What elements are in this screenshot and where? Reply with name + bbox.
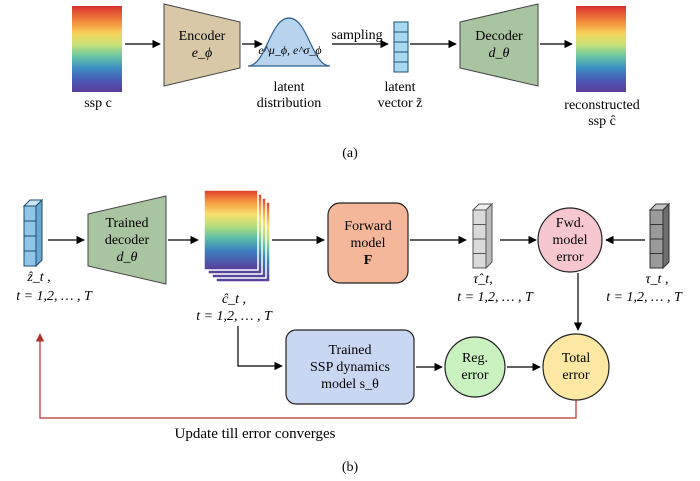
trained-decoder-line1: Trained bbox=[105, 215, 149, 231]
z-hat-cube-stack bbox=[22, 198, 44, 268]
forward-model-label: Forward model F bbox=[328, 203, 408, 283]
c-hat-label-2: t = 1,2, … , T bbox=[196, 309, 272, 324]
reconstructed-label-2: ssp ĉ bbox=[588, 114, 616, 129]
reg-error-line2: error bbox=[461, 368, 489, 383]
tau-cube-stack bbox=[648, 202, 671, 270]
trained-decoder-line2: decoder bbox=[104, 232, 150, 248]
feedback-loop-line bbox=[35, 333, 577, 419]
fwd-error-line2: model bbox=[552, 232, 588, 248]
c-hat-image-stack bbox=[203, 189, 271, 283]
latent-dist-label-1: latent bbox=[273, 80, 305, 95]
reg-error-circle bbox=[444, 336, 506, 398]
ssp-dynamics-box bbox=[285, 329, 415, 405]
ssp-dynamics-line1: Trained bbox=[328, 342, 372, 358]
forward-model-line1: Forward bbox=[344, 218, 392, 234]
reg-error-line1: Reg. bbox=[461, 351, 489, 366]
reconstructed-label-1: reconstructed bbox=[564, 98, 640, 113]
tau-hat-label-2: t = 1,2, … , T bbox=[457, 290, 533, 305]
fwd-error-line3: error bbox=[556, 249, 584, 265]
latent-vector-label-1: latent bbox=[384, 80, 416, 95]
trained-decoder-label: Trained decoder d_θ bbox=[88, 212, 166, 268]
sampling-label: sampling bbox=[331, 28, 383, 43]
tau-label-1: τ_t , bbox=[645, 272, 669, 287]
encoder-label: Encoder e_ϕ bbox=[164, 22, 240, 68]
reconstructed-ssp-image bbox=[576, 6, 626, 92]
caption-b: (b) bbox=[341, 460, 359, 475]
ssp-dynamics-label: Trained SSP dynamics model s_θ bbox=[286, 330, 414, 404]
fwd-error-label: Fwd. model error bbox=[538, 208, 602, 272]
forward-model-line2: model bbox=[350, 235, 386, 251]
latent-vector-label-2: vector z̃ bbox=[377, 96, 423, 111]
forward-model-line3: F bbox=[363, 252, 373, 268]
decoder-label: Decoder d_θ bbox=[460, 22, 538, 68]
fwd-error-line1: Fwd. bbox=[555, 215, 585, 231]
latent-vector-cells bbox=[393, 21, 409, 73]
decoder-param: d_θ bbox=[488, 46, 510, 61]
z-hat-label-1: ẑ_t , bbox=[27, 270, 51, 285]
trained-decoder-shape bbox=[87, 195, 167, 285]
tau-hat-cube-stack bbox=[471, 202, 494, 270]
latent-dist-label-2: distribution bbox=[256, 96, 322, 111]
decoder-shape bbox=[459, 3, 539, 87]
encoder-title: Encoder bbox=[178, 29, 226, 44]
decoder-title: Decoder bbox=[475, 29, 523, 44]
tau-label-2: t = 1,2, … , T bbox=[606, 290, 682, 305]
gaussian-curve bbox=[247, 17, 331, 67]
ssp-input-label: ssp c bbox=[84, 96, 112, 111]
c-hat-label-1: ĉ_t , bbox=[221, 292, 247, 307]
total-error-label: Total error bbox=[543, 334, 609, 400]
reg-error-label: Reg. error bbox=[445, 337, 505, 397]
latent-dist-symbols: e^μ_ϕ, e^σ_ϕ bbox=[258, 43, 322, 57]
ssp-dynamics-line2: SSP dynamics bbox=[310, 359, 390, 375]
ssp-dynamics-line3: model s_θ bbox=[321, 376, 379, 392]
encoder-param: e_ϕ bbox=[191, 46, 213, 61]
encoder-shape bbox=[163, 3, 241, 87]
total-error-line1: Total bbox=[561, 351, 591, 366]
ssp-input-image bbox=[72, 6, 122, 92]
update-loop-label: Update till error converges bbox=[174, 426, 336, 442]
total-error-line2: error bbox=[562, 368, 590, 383]
tau-hat-label-1: τ̂_t, bbox=[473, 272, 493, 287]
fwd-model-error-circle bbox=[537, 207, 603, 273]
trained-decoder-param: d_θ bbox=[116, 249, 138, 265]
z-hat-label-2: t = 1,2, … , T bbox=[16, 289, 92, 304]
forward-model-box bbox=[327, 202, 409, 284]
arrow-c-to-ssp-dynamics bbox=[237, 326, 283, 371]
caption-a: (a) bbox=[342, 146, 358, 161]
